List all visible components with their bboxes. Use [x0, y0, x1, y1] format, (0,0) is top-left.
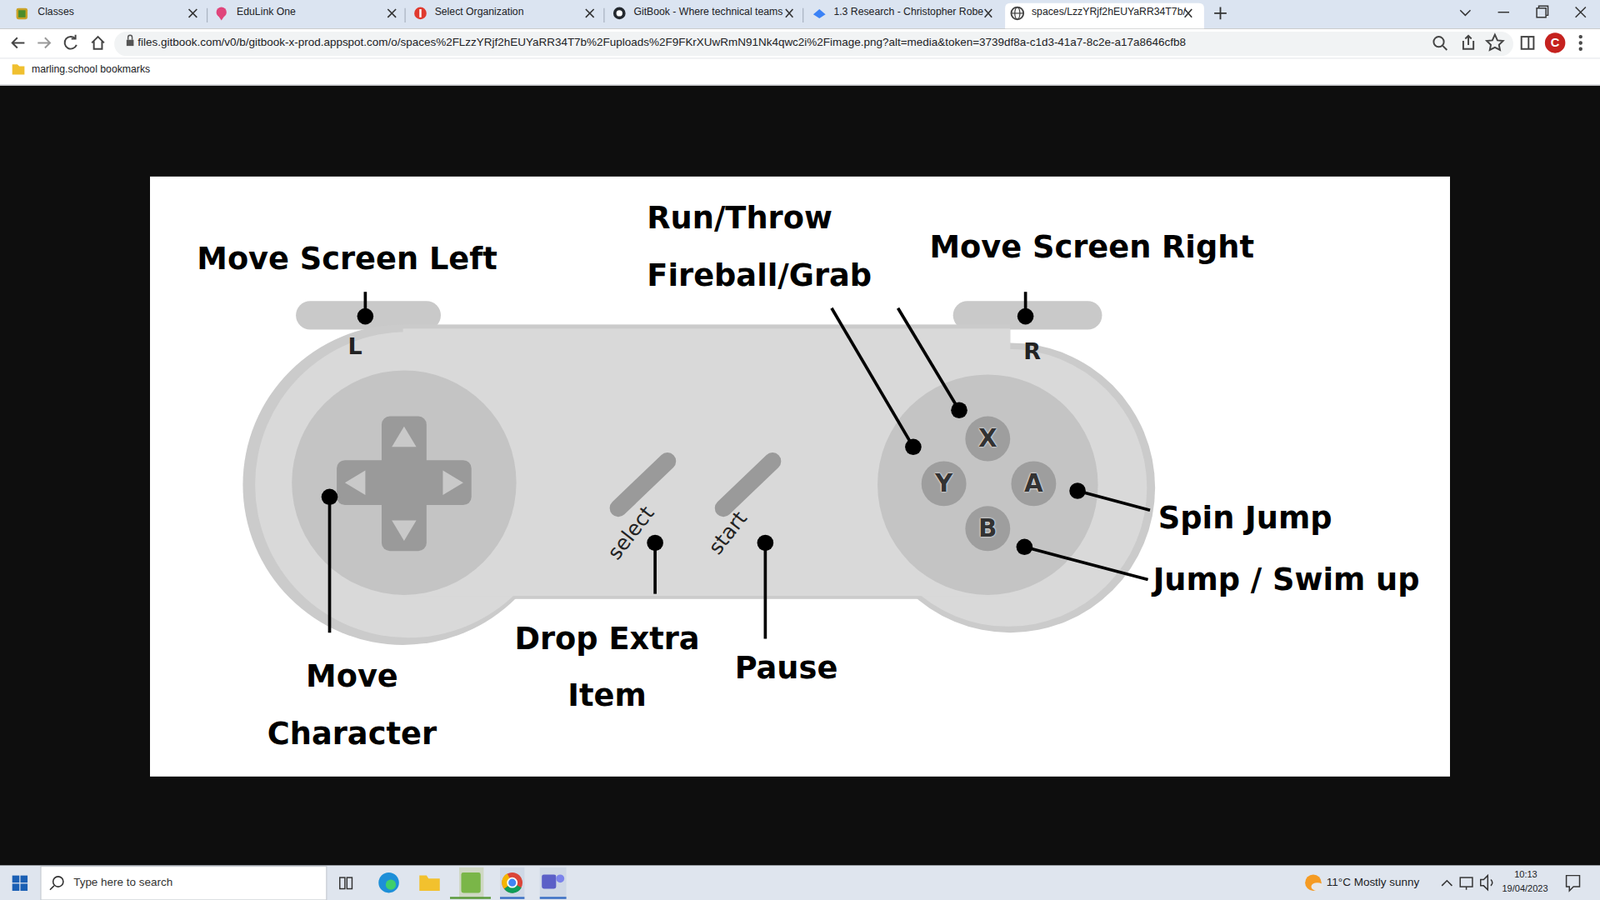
tab-title: 1.3 Research - Christopher Robe — [833, 5, 984, 19]
clock-date: 19/04/2023 — [1501, 883, 1548, 895]
button-label: Spin Jump — [1158, 500, 1333, 537]
button-label: Run/Throw Fireball/Grab — [646, 190, 953, 305]
url-text: files.gitbook.com/v0/b/gitbook-x-prod.ap… — [137, 35, 1186, 50]
bookmark-folder: marling.school bookmarks — [31, 63, 150, 76]
face-button: B — [965, 505, 1010, 551]
button-label: Drop Extra Item — [495, 610, 720, 725]
button-label: Pause — [735, 650, 839, 687]
face-button: Y — [921, 460, 967, 506]
shoulder-letter: R — [1023, 339, 1041, 366]
button-letter: C — [1550, 36, 1560, 50]
button-label: Move Character — [235, 648, 470, 763]
clock-time: 10:13 — [1514, 869, 1538, 880]
weather-text: 11°C Mostly sunny — [1326, 875, 1420, 890]
tab-title: GitBook - Where technical teams — [633, 5, 783, 19]
button-letter: B — [978, 516, 997, 541]
face-button: X — [965, 416, 1010, 462]
search-placeholder: Type here to search — [73, 875, 173, 890]
shoulder-letter: L — [348, 333, 363, 360]
tab-title: Classes — [37, 5, 75, 19]
button-label: Move Screen Left — [196, 240, 497, 278]
button-label: Move Screen Right — [930, 228, 1255, 265]
button-letter: Y — [935, 471, 953, 496]
tab-title: Select Organization — [435, 5, 525, 19]
button-label: Jump / Swim up — [1153, 560, 1420, 598]
profile-avatar: C — [1545, 32, 1565, 53]
button-letter: A — [1024, 471, 1044, 496]
face-button: A — [1010, 460, 1056, 506]
tab-title: EduLink One — [236, 5, 296, 19]
tab-title: spaces/LzzYRjf2hEUYaRR34T7b/ — [1031, 5, 1186, 19]
button-letter: X — [978, 426, 998, 451]
